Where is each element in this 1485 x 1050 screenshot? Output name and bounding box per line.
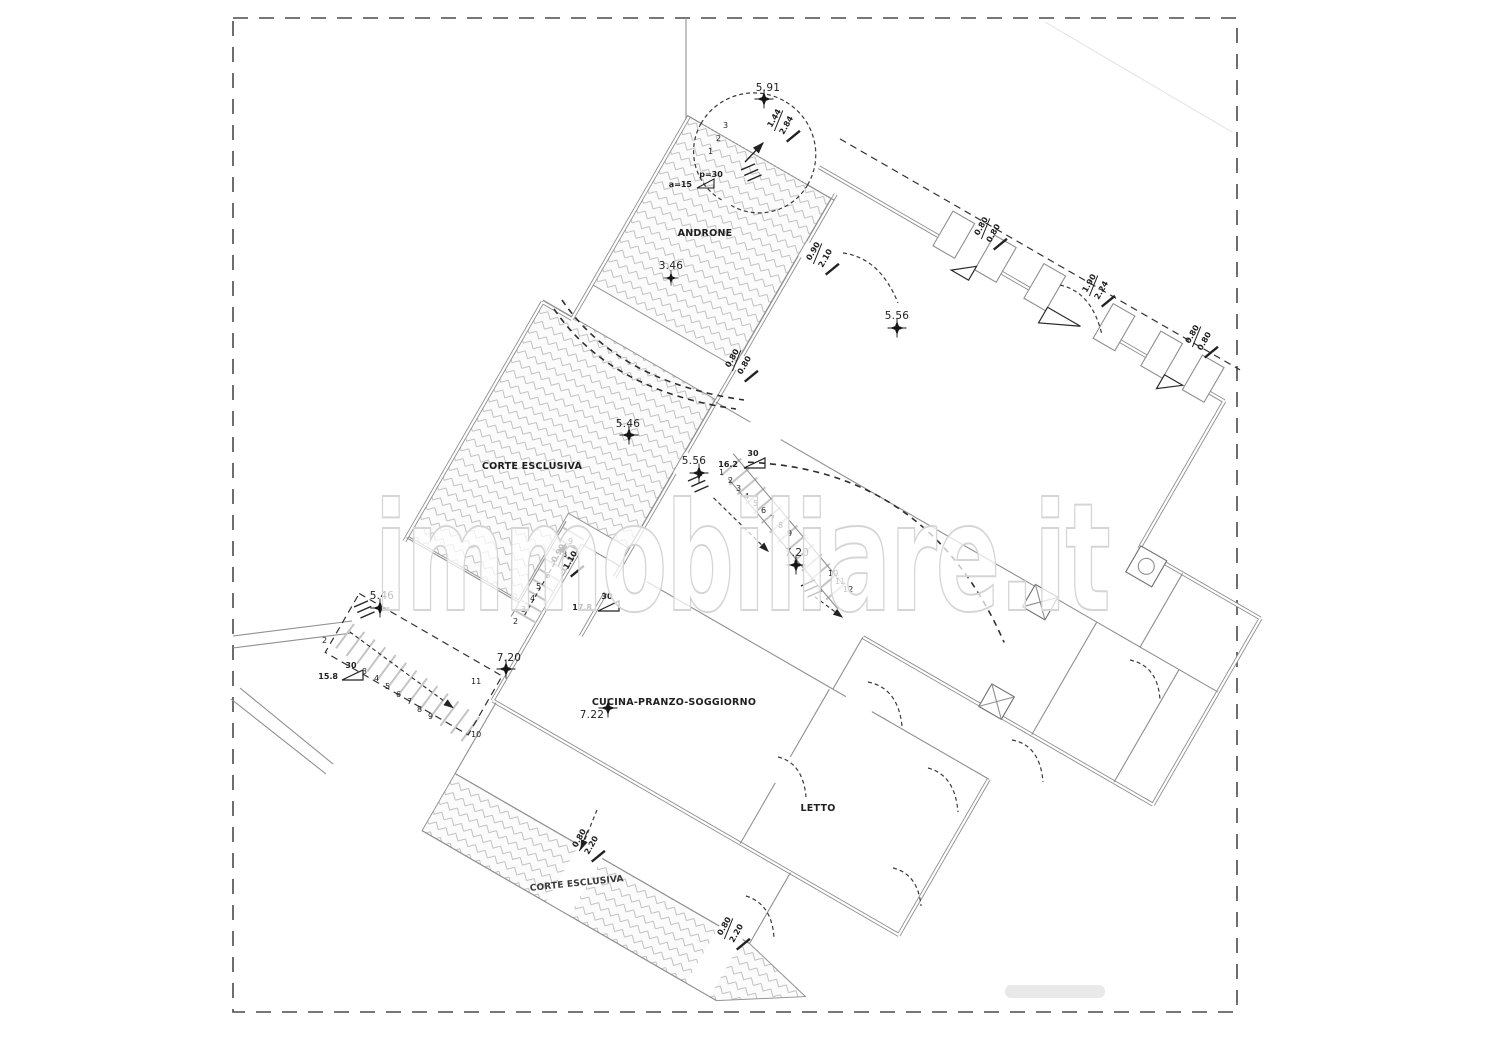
svg-text:5.91: 5.91 xyxy=(756,82,781,94)
svg-text:6: 6 xyxy=(396,690,401,699)
elevation-marker: 5.91 xyxy=(754,82,781,109)
svg-text:7: 7 xyxy=(770,514,775,523)
elevation-marker: 7.22 xyxy=(580,698,618,721)
svg-text:7.20: 7.20 xyxy=(785,547,810,559)
svg-text:6: 6 xyxy=(761,506,766,515)
svg-text:5: 5 xyxy=(536,582,541,591)
stair-numbers: 1 2 3 1 2 3 4 5 6 7 8 9 10 11 12 2 3 4 5… xyxy=(322,121,853,739)
large-door-arc xyxy=(747,461,1005,643)
courtyard-gate-arcs xyxy=(553,299,745,410)
svg-text:30: 30 xyxy=(601,592,613,601)
door-arcs xyxy=(745,252,1161,939)
shaft-boxes xyxy=(978,545,1168,721)
svg-text:7: 7 xyxy=(407,697,412,706)
interior-walls xyxy=(406,114,1219,1002)
svg-text:15.8: 15.8 xyxy=(318,672,338,681)
svg-text:7.20: 7.20 xyxy=(497,652,522,664)
svg-text:a=15: a=15 xyxy=(669,180,693,189)
strip-passage-1 xyxy=(544,843,604,918)
slope-marker: 16.2 30 xyxy=(718,449,766,469)
svg-text:17.8: 17.8 xyxy=(572,603,592,612)
facade-dashed-line xyxy=(839,138,1241,371)
ramp-arrows xyxy=(349,497,844,709)
door-leaves xyxy=(949,265,1185,390)
svg-text:p=30: p=30 xyxy=(699,170,723,179)
svg-text:3: 3 xyxy=(362,667,367,676)
svg-text:4: 4 xyxy=(530,594,535,603)
svg-text:8: 8 xyxy=(562,550,567,559)
elevation-marker: 5.56 xyxy=(885,310,910,338)
svg-text:8: 8 xyxy=(417,705,422,714)
entry-arrow xyxy=(744,141,764,163)
svg-text:7.22: 7.22 xyxy=(580,709,605,721)
watermark-immobiliare: immobiliare.it xyxy=(375,472,1110,646)
svg-text:11: 11 xyxy=(471,677,481,686)
svg-text:10: 10 xyxy=(828,569,838,578)
room-label-androne: ANDRONE xyxy=(678,228,733,239)
slope-marker-entry: a=15 p=30 xyxy=(669,170,723,189)
svg-text:10: 10 xyxy=(471,730,481,739)
svg-text:12: 12 xyxy=(843,585,853,594)
elevation-marker: 5.46 xyxy=(616,418,641,445)
room-label-letto: LETTO xyxy=(800,803,835,814)
svg-text:2: 2 xyxy=(716,134,721,143)
svg-text:2: 2 xyxy=(728,476,733,485)
svg-text:2: 2 xyxy=(322,636,327,645)
svg-text:16.2: 16.2 xyxy=(718,460,738,469)
svg-text:9: 9 xyxy=(568,537,573,546)
svg-text:3.46: 3.46 xyxy=(659,260,684,272)
slope-marker: 17.8 30 xyxy=(572,592,620,612)
svg-text:9: 9 xyxy=(428,712,433,721)
svg-text:11: 11 xyxy=(835,577,845,586)
plot-boundary xyxy=(232,17,1238,1013)
facade-pillars xyxy=(932,210,1225,403)
svg-text:30: 30 xyxy=(747,449,759,458)
room-label-cucina-pranzo-soggiorno: CUCINA-PRANZO-SOGGIORNO xyxy=(592,697,756,708)
exterior-walls xyxy=(230,18,687,775)
elevation-marker: 7.20 xyxy=(785,547,810,575)
svg-text:30: 30 xyxy=(345,661,357,670)
svg-text:5.46: 5.46 xyxy=(616,418,641,430)
svg-text:5: 5 xyxy=(753,499,758,508)
slope-markers: 16.2 30 17.8 30 15.8 30 a=15 p=30 xyxy=(318,170,766,681)
main-walls xyxy=(402,115,1263,937)
strip-arrow xyxy=(580,809,598,851)
strip-passage-2 xyxy=(685,924,744,999)
elevation-markers: 5.91 3.46 5.56 5.46 5.56 7.20 5.46 7.20 … xyxy=(370,82,910,721)
svg-text:1: 1 xyxy=(719,468,724,477)
room-label-corte-esclusiva: CORTE ESCLUSIVA xyxy=(482,461,583,472)
svg-text:4: 4 xyxy=(744,492,749,501)
svg-text:5: 5 xyxy=(385,682,390,691)
elevation-marker: 7.20 xyxy=(496,652,522,679)
svg-text:5.56: 5.56 xyxy=(682,455,707,467)
svg-text:3: 3 xyxy=(521,605,526,614)
elevation-marker: 5.46 xyxy=(370,590,395,618)
svg-text:8: 8 xyxy=(778,521,783,530)
svg-text:6: 6 xyxy=(545,571,550,580)
svg-text:5.56: 5.56 xyxy=(885,310,910,322)
svg-text:4: 4 xyxy=(374,674,379,683)
svg-text:5.46: 5.46 xyxy=(370,590,395,602)
scan-line-artifact xyxy=(1044,21,1233,133)
svg-text:9: 9 xyxy=(787,529,792,538)
slope-marker: 15.8 30 xyxy=(318,661,364,681)
svg-text:3: 3 xyxy=(723,121,728,130)
stair-ramps xyxy=(324,453,851,742)
svg-text:1: 1 xyxy=(708,147,713,156)
svg-text:2: 2 xyxy=(513,617,518,626)
elevation-marker: 5.56 xyxy=(682,455,709,483)
elevation-marker: 3.46 xyxy=(659,260,684,286)
gate-arcs xyxy=(692,92,817,214)
scan-smudge xyxy=(1005,985,1105,998)
plan-rotated-group xyxy=(324,92,1263,1002)
svg-text:7: 7 xyxy=(551,560,556,569)
svg-text:3: 3 xyxy=(736,484,741,493)
